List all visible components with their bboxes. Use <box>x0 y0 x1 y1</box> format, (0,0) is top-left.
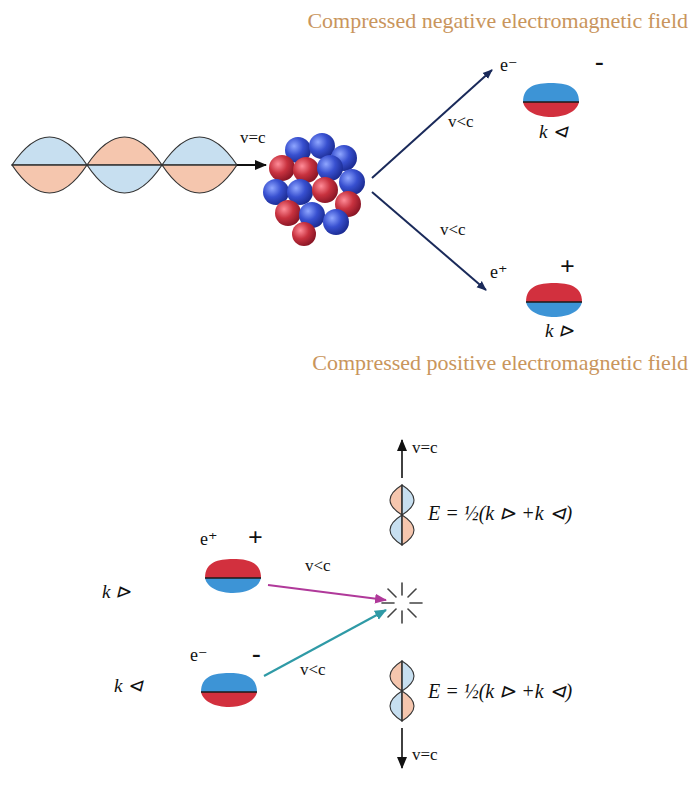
wave-arrow <box>237 164 266 166</box>
speed-label: v<c <box>305 556 331 576</box>
particle-symbol: e⁻ <box>190 646 208 666</box>
particle: e⁺+k ⊳ <box>100 528 270 608</box>
particle: e⁺ + k ⊳ <box>490 255 620 350</box>
particle-symbol: e⁺ <box>490 263 508 283</box>
particle-shape <box>200 672 258 708</box>
wave-number: k ⊲ <box>114 676 143 697</box>
speed-label: v<c <box>448 112 474 132</box>
speed-label: v=c <box>412 745 438 765</box>
speed-label: v=c <box>240 128 266 148</box>
flash <box>382 583 422 623</box>
photon <box>390 485 414 545</box>
photon <box>390 661 414 721</box>
charge-sign: + <box>248 524 263 553</box>
field-caption: Compressed negative electromagnetic fiel… <box>307 8 688 33</box>
speed-label: v=c <box>412 438 438 458</box>
particle-shape <box>522 82 580 118</box>
photon-arrow <box>401 728 403 768</box>
field-caption: Compressed positive electromagnetic fiel… <box>312 350 688 375</box>
wave <box>12 137 237 193</box>
emission-arrow <box>372 70 492 178</box>
particle-shape <box>204 558 262 594</box>
charge-sign: - <box>595 48 604 77</box>
particle: e⁻-k ⊲ <box>100 646 270 726</box>
wave-number: k ⊳ <box>545 321 574 342</box>
particle-shape <box>525 282 583 318</box>
photon-arrow <box>401 440 403 478</box>
speed-label: v<c <box>300 660 326 680</box>
particle-symbol: e⁺ <box>200 530 218 550</box>
positron-arrow <box>268 585 386 600</box>
wave-number: k ⊲ <box>539 122 568 143</box>
nucleus <box>263 133 365 246</box>
charge-sign: + <box>560 253 575 282</box>
emission-arrow <box>372 192 486 290</box>
particle-symbol: e⁻ <box>500 56 518 76</box>
charge-sign: - <box>252 640 261 669</box>
particle: e⁻-k ⊲ <box>495 52 625 147</box>
energy-formula: E = ½(k ⊳ +k ⊲) <box>428 502 572 525</box>
wave-number: k ⊳ <box>102 582 131 603</box>
energy-formula: E = ½(k ⊳ +k ⊲) <box>428 680 572 703</box>
speed-label: v<c <box>440 220 466 240</box>
